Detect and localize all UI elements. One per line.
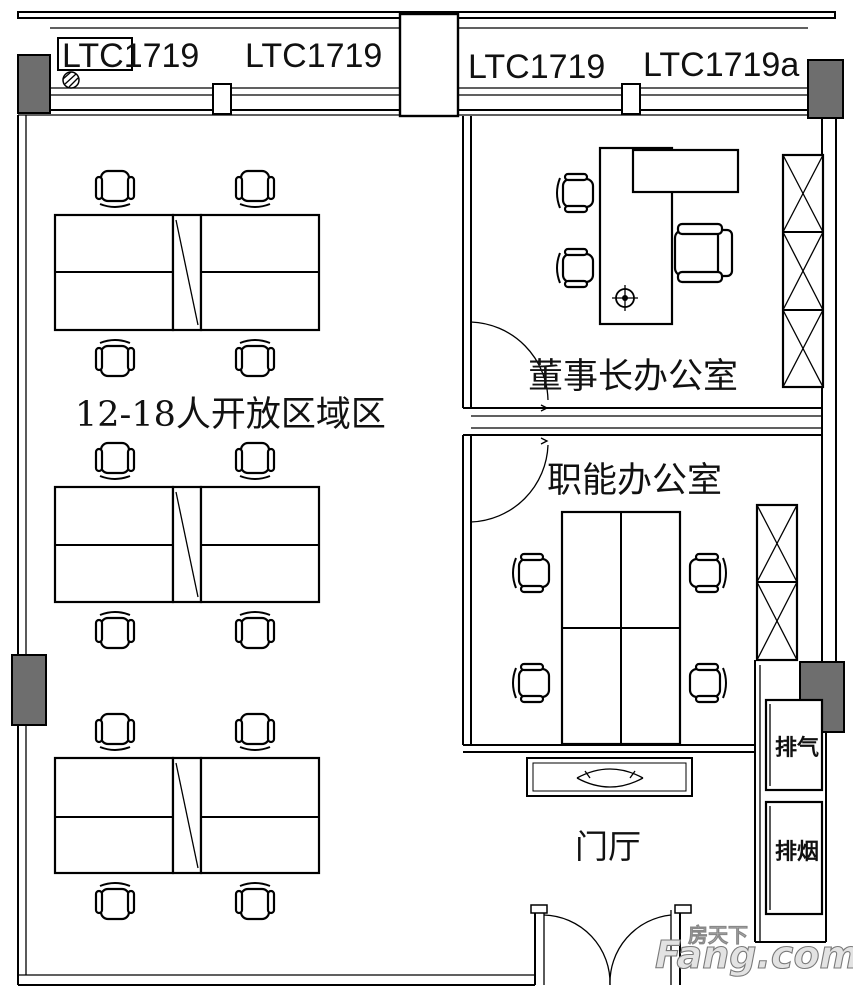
desk-cluster-3 (53, 756, 321, 875)
label-lobby: 门厅 (575, 827, 641, 866)
chair (234, 441, 276, 480)
chair (94, 882, 136, 921)
chair (234, 611, 276, 650)
chair (556, 247, 595, 289)
window-label-2: LTC1719 (245, 37, 382, 75)
watermark-brand-en: Fang.com (655, 933, 853, 977)
chair (94, 441, 136, 480)
chair (512, 552, 551, 594)
lobby-counter (526, 757, 693, 797)
window-label-4: LTC1719a (643, 46, 799, 84)
label-functional-office: 职能办公室 (547, 461, 722, 501)
chair (234, 712, 276, 751)
executive-chair (673, 222, 734, 284)
label-chairman-office: 董事长办公室 (528, 357, 738, 397)
label-smoke-exhaust: 排烟 (775, 840, 819, 865)
chairman-cabinet (781, 153, 825, 389)
desk-cluster-2 (53, 485, 321, 604)
chair (94, 712, 136, 751)
label-open-area: 12-18人开放区域区 (75, 395, 386, 435)
chair (688, 552, 727, 594)
desk-cluster-1 (53, 213, 321, 332)
chair (234, 339, 276, 378)
watermark-brand-cn: 房天下 (688, 923, 748, 947)
chairman-desk (598, 146, 740, 326)
chairs (94, 169, 727, 921)
functional-desk (560, 510, 682, 746)
chair (234, 169, 276, 208)
outer-walls (11, 11, 845, 986)
chair (512, 662, 551, 704)
open-area-desks (53, 213, 321, 875)
label-exhaust: 排气 (775, 735, 819, 761)
chair (94, 339, 136, 378)
chair (94, 611, 136, 650)
functional-cabinet (755, 503, 799, 662)
window-label-3: LTC1719 (468, 48, 605, 86)
window-label-1: LTC1719 (62, 37, 199, 75)
chair (556, 172, 595, 214)
watermark-logo: 房天下 Fang.com (654, 923, 853, 978)
chair (688, 662, 727, 704)
doors (470, 321, 692, 986)
window-labels: LTC1719 LTC1719 LTC1719 LTC1719a (62, 37, 799, 86)
chair (234, 882, 276, 921)
shafts (764, 698, 824, 916)
chair (94, 169, 136, 208)
room-labels: 12-18人开放区域区 董事长办公室 职能办公室 门厅 排气 排烟 (75, 357, 819, 866)
